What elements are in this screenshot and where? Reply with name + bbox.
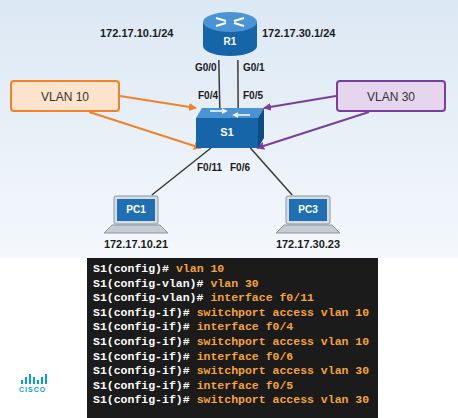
node-label: S1: [196, 126, 258, 138]
interface-label: F0/6: [230, 162, 250, 173]
vlan-arrow: [264, 96, 336, 108]
cli-prompt: S1(config-if)#: [93, 306, 190, 319]
cli-prompt: S1(config-vlan)#: [93, 277, 203, 290]
cli-prompt: S1(config-if)#: [93, 350, 190, 363]
logo-text: CISCO: [19, 386, 46, 393]
interface-label: F0/4: [198, 90, 218, 101]
cli-command: interface f0/4: [197, 320, 294, 333]
ip-address: 172.17.30.1/24: [262, 27, 335, 39]
cli-command: interface f0/5: [197, 379, 294, 392]
node-label: VLAN 30: [338, 90, 444, 104]
cli-line: S1(config-vlan)# interface f0/11: [93, 291, 378, 306]
vlan-arrow: [257, 112, 369, 148]
interface-label: F0/11: [197, 162, 222, 173]
vlan-arrow: [120, 96, 196, 108]
node-label: PC3: [289, 204, 327, 215]
cli-prompt: S1(config-if)#: [93, 364, 190, 377]
laptop-icon: [272, 195, 344, 235]
cli-panel: S1(config)# vlan 10 S1(config-vlan)# vlan 3…: [87, 258, 378, 418]
cli-line: S1(config-if)# switchport access vlan 30: [93, 364, 378, 379]
link-line: [237, 60, 239, 108]
pc-node: PC3 172.17.30.23: [272, 195, 344, 253]
cli-prompt: S1(config)#: [93, 262, 169, 275]
cli-line: S1(config-if)# switchport access vlan 30: [93, 393, 378, 408]
switch-node: S1: [196, 108, 264, 148]
laptop-icon: [100, 195, 172, 235]
cli-prompt: S1(config-if)#: [93, 320, 190, 333]
cli-prompt: S1(config-vlan)#: [93, 291, 203, 304]
cli-line: S1(config-vlan)# vlan 30: [93, 277, 378, 292]
ip-address: 172.17.10.21: [100, 238, 172, 250]
cli-command: switchport access vlan 30: [197, 364, 370, 377]
ip-address: 172.17.10.1/24: [100, 27, 173, 39]
cli-command: switchport access vlan 10: [197, 306, 370, 319]
cli-command: vlan 10: [176, 262, 224, 275]
cli-prompt: S1(config-if)#: [93, 335, 190, 348]
vlan-box: VLAN 10: [10, 80, 120, 112]
cli-command: interface f0/11: [210, 291, 314, 304]
vlan-box: VLAN 30: [336, 80, 446, 112]
vlan-arrow: [89, 112, 201, 148]
node-label: R1: [202, 36, 258, 47]
interface-label: G0/1: [243, 62, 265, 73]
cli-prompt: S1(config-if)#: [93, 379, 190, 392]
cli-command: switchport access vlan 10: [197, 335, 370, 348]
link-line: [219, 60, 220, 108]
ip-address: 172.17.30.23: [272, 238, 344, 250]
cli-prompt: S1(config-if)#: [93, 393, 190, 406]
node-label: PC1: [117, 204, 155, 215]
cisco-logo-bars: [20, 374, 50, 386]
link-line: [250, 148, 292, 195]
cli-line: S1(config-if)# switchport access vlan 10: [93, 306, 378, 321]
cli-command: switchport access vlan 30: [197, 393, 370, 406]
interface-label: G0/0: [195, 62, 217, 73]
cli-line: S1(config-if)# interface f0/5: [93, 379, 378, 394]
interface-label: F0/5: [243, 90, 263, 101]
cli-line: S1(config-if)# interface f0/4: [93, 320, 378, 335]
cli-command: interface f0/6: [197, 350, 294, 363]
pc-node: PC1 172.17.10.21: [100, 195, 172, 253]
node-label: VLAN 10: [12, 90, 118, 104]
router-node: R1: [202, 8, 258, 60]
cli-command: vlan 30: [210, 277, 258, 290]
cli-line: S1(config)# vlan 10: [93, 262, 378, 277]
router-icon: [202, 8, 258, 60]
cli-line: S1(config-if)# switchport access vlan 10: [93, 335, 378, 350]
cli-line: S1(config-if)# interface f0/6: [93, 350, 378, 365]
